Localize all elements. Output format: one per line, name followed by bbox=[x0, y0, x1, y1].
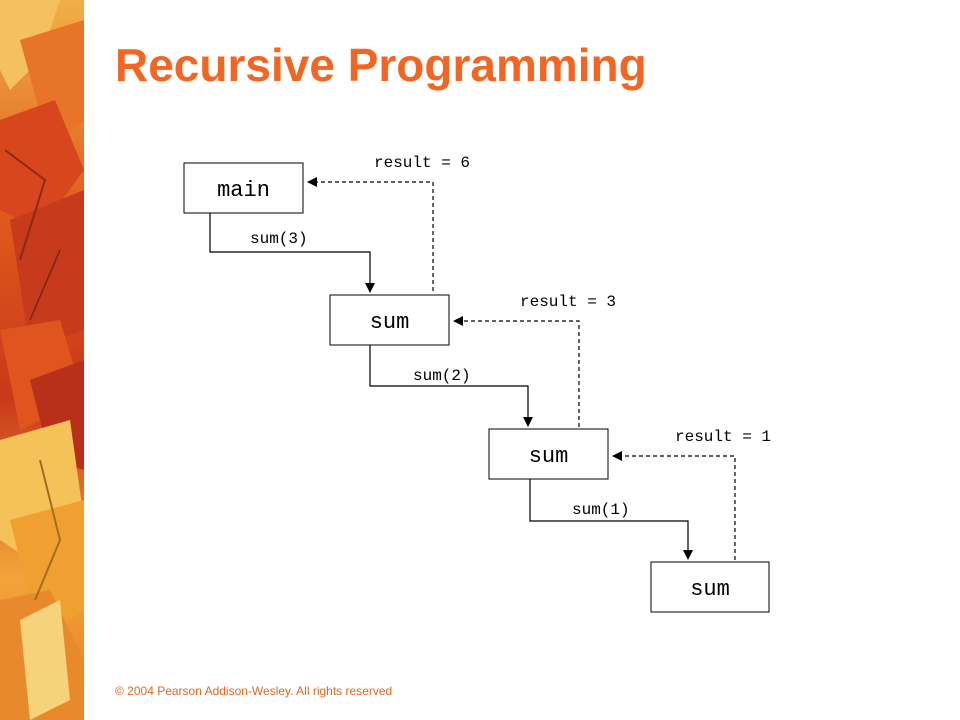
autumn-leaves-graphic bbox=[0, 0, 84, 720]
sum-box-3-label: sum bbox=[690, 577, 730, 602]
copyright-footer: © 2004 Pearson Addison-Wesley. All right… bbox=[115, 684, 393, 698]
main-box: main bbox=[183, 162, 304, 214]
sum-box-3: sum bbox=[650, 561, 770, 613]
sum-box-2-label: sum bbox=[529, 444, 569, 469]
call-arrow-2 bbox=[369, 345, 533, 427]
sum-box-1-label: sum bbox=[370, 310, 410, 335]
result-label-3: result = 1 bbox=[675, 428, 771, 446]
main-box-label: main bbox=[217, 178, 270, 203]
sum-box-2: sum bbox=[488, 428, 609, 480]
call-arrow-1 bbox=[209, 213, 375, 293]
return-arrow-1 bbox=[307, 177, 434, 291]
return-arrow-2 bbox=[453, 316, 580, 427]
call-label-2: sum(2) bbox=[413, 367, 471, 385]
call-arrow-3 bbox=[529, 479, 693, 560]
result-label-2: result = 3 bbox=[520, 293, 616, 311]
call-label-3: sum(1) bbox=[572, 501, 630, 519]
call-label-1: sum(3) bbox=[250, 230, 308, 248]
sum-box-1: sum bbox=[329, 294, 450, 346]
autumn-leaves-image bbox=[0, 0, 84, 720]
return-arrow-3 bbox=[612, 451, 736, 560]
slide-title: Recursive Programming bbox=[115, 39, 647, 91]
result-label-1: result = 6 bbox=[374, 154, 470, 172]
